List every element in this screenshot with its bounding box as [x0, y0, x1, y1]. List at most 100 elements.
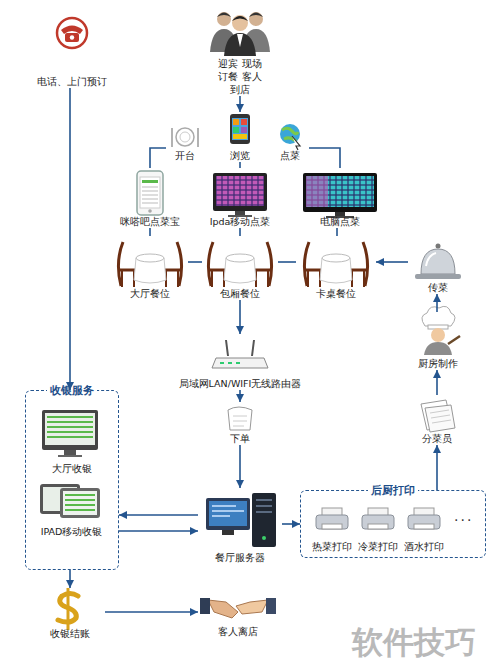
phone-icon — [57, 18, 87, 48]
browse-icon — [233, 134, 247, 139]
order-ticket — [228, 407, 252, 430]
pda-monitor — [213, 173, 267, 211]
flow-connector — [149, 228, 151, 236]
flow-connector — [239, 96, 241, 112]
plate-icon — [176, 128, 194, 146]
illustration — [362, 508, 394, 529]
router-icon — [220, 362, 240, 364]
flow-connector — [69, 570, 71, 588]
node-label: 分菜员 — [422, 432, 452, 445]
guest-icon — [210, 12, 270, 56]
pc-monitor — [303, 173, 377, 212]
cashier-monitor — [64, 450, 76, 455]
node-label: 餐厅服务器 — [215, 551, 265, 564]
server-icon — [262, 536, 266, 540]
router-icon — [226, 340, 254, 356]
flow-connector — [336, 228, 338, 236]
illustration — [304, 242, 367, 287]
illustration — [118, 242, 181, 287]
flow-connector — [436, 294, 438, 312]
guest-icon — [217, 13, 231, 18]
device-node: 咪嗒吧点菜宝 — [112, 168, 188, 228]
node-label: 传菜 — [428, 281, 448, 294]
cashier-monitor — [47, 417, 93, 437]
cashier-node: 大厅收银 — [30, 405, 114, 475]
pc-monitor — [335, 212, 345, 216]
browse-icon — [241, 127, 247, 133]
handshake-icon — [200, 598, 210, 614]
handshake-icon — [266, 598, 276, 614]
guest-icon — [217, 12, 231, 26]
order-ticket — [228, 407, 252, 430]
cashier-monitor — [42, 410, 98, 457]
guest-icon — [249, 13, 263, 18]
node-label: IPAD移动收银 — [41, 525, 103, 538]
node-label: 开台 — [175, 149, 195, 162]
handheld-icon — [142, 187, 158, 203]
browse-icon — [233, 119, 239, 125]
chef-icon — [422, 306, 460, 355]
cashier-monitor — [42, 410, 98, 450]
pc-monitor — [306, 176, 374, 207]
router-node: 局域网LAN/WIFI无线路由器 — [150, 334, 330, 390]
guest-icon — [249, 12, 263, 26]
server-node: 餐厅服务器 — [198, 488, 282, 564]
handheld-icon — [137, 171, 163, 215]
icon-node: 开台 — [166, 125, 204, 162]
flow-connector — [188, 261, 202, 263]
server-icon — [252, 493, 276, 547]
node-label: 厨房制作 — [418, 357, 458, 370]
ticket-icon — [425, 405, 455, 432]
browse-icon — [230, 114, 250, 144]
bell-icon — [436, 244, 441, 249]
flow-connector — [239, 228, 241, 236]
guest-icon — [224, 33, 256, 56]
browse-icon — [232, 118, 248, 140]
flow-connector — [119, 514, 198, 516]
illustration — [408, 508, 440, 529]
chef-icon — [431, 328, 445, 342]
ellipsis-mark: ... — [454, 508, 473, 524]
order-ticket — [233, 416, 247, 426]
node-label: 冷菜打印 — [358, 540, 398, 553]
kitchen-node: 传菜 — [408, 236, 468, 294]
flow-connector — [376, 261, 408, 263]
node-label: 下单 — [230, 432, 250, 445]
flow-connector — [436, 370, 438, 395]
plate-icon — [172, 128, 198, 147]
tablet-icon — [65, 495, 95, 510]
illustration — [316, 508, 348, 529]
node-label: 客人离店 — [218, 625, 258, 638]
icon-node: 点菜 — [271, 122, 309, 162]
printer-node: 冷菜打印 — [354, 505, 402, 553]
device-node: Ipda移动点菜 — [202, 168, 278, 228]
ticket-node: 下单 — [215, 402, 265, 445]
browse-icon — [230, 114, 250, 144]
flow-connector — [239, 390, 241, 402]
router-icon — [212, 340, 268, 368]
phone-icon — [57, 18, 87, 48]
node-label: 咪嗒吧点菜宝 — [120, 215, 180, 228]
guest-node: 迎宾 现场订餐 客人到店 — [195, 8, 285, 96]
pda-monitor — [216, 176, 264, 206]
server-icon — [256, 500, 272, 512]
flow-connector — [239, 162, 241, 168]
server-icon — [209, 501, 247, 526]
table-node: 包厢餐位 — [202, 236, 278, 300]
pc-monitor — [306, 176, 328, 207]
pda-monitor — [216, 176, 264, 206]
pc-monitor — [306, 176, 374, 207]
printer-node: 酒水打印 — [400, 505, 448, 553]
watermark: 软件技巧 — [352, 622, 476, 664]
phone-icon — [61, 26, 83, 35]
router-icon — [212, 358, 268, 368]
browse-icon — [233, 127, 239, 133]
server-icon — [206, 493, 276, 547]
group-heading: 后厨打印 — [368, 483, 418, 497]
node-label: 酒水打印 — [404, 540, 444, 553]
cashier-monitor — [45, 413, 95, 445]
server-icon — [206, 498, 250, 530]
node-label: 迎宾 现场订餐 客人到店 — [214, 57, 266, 96]
